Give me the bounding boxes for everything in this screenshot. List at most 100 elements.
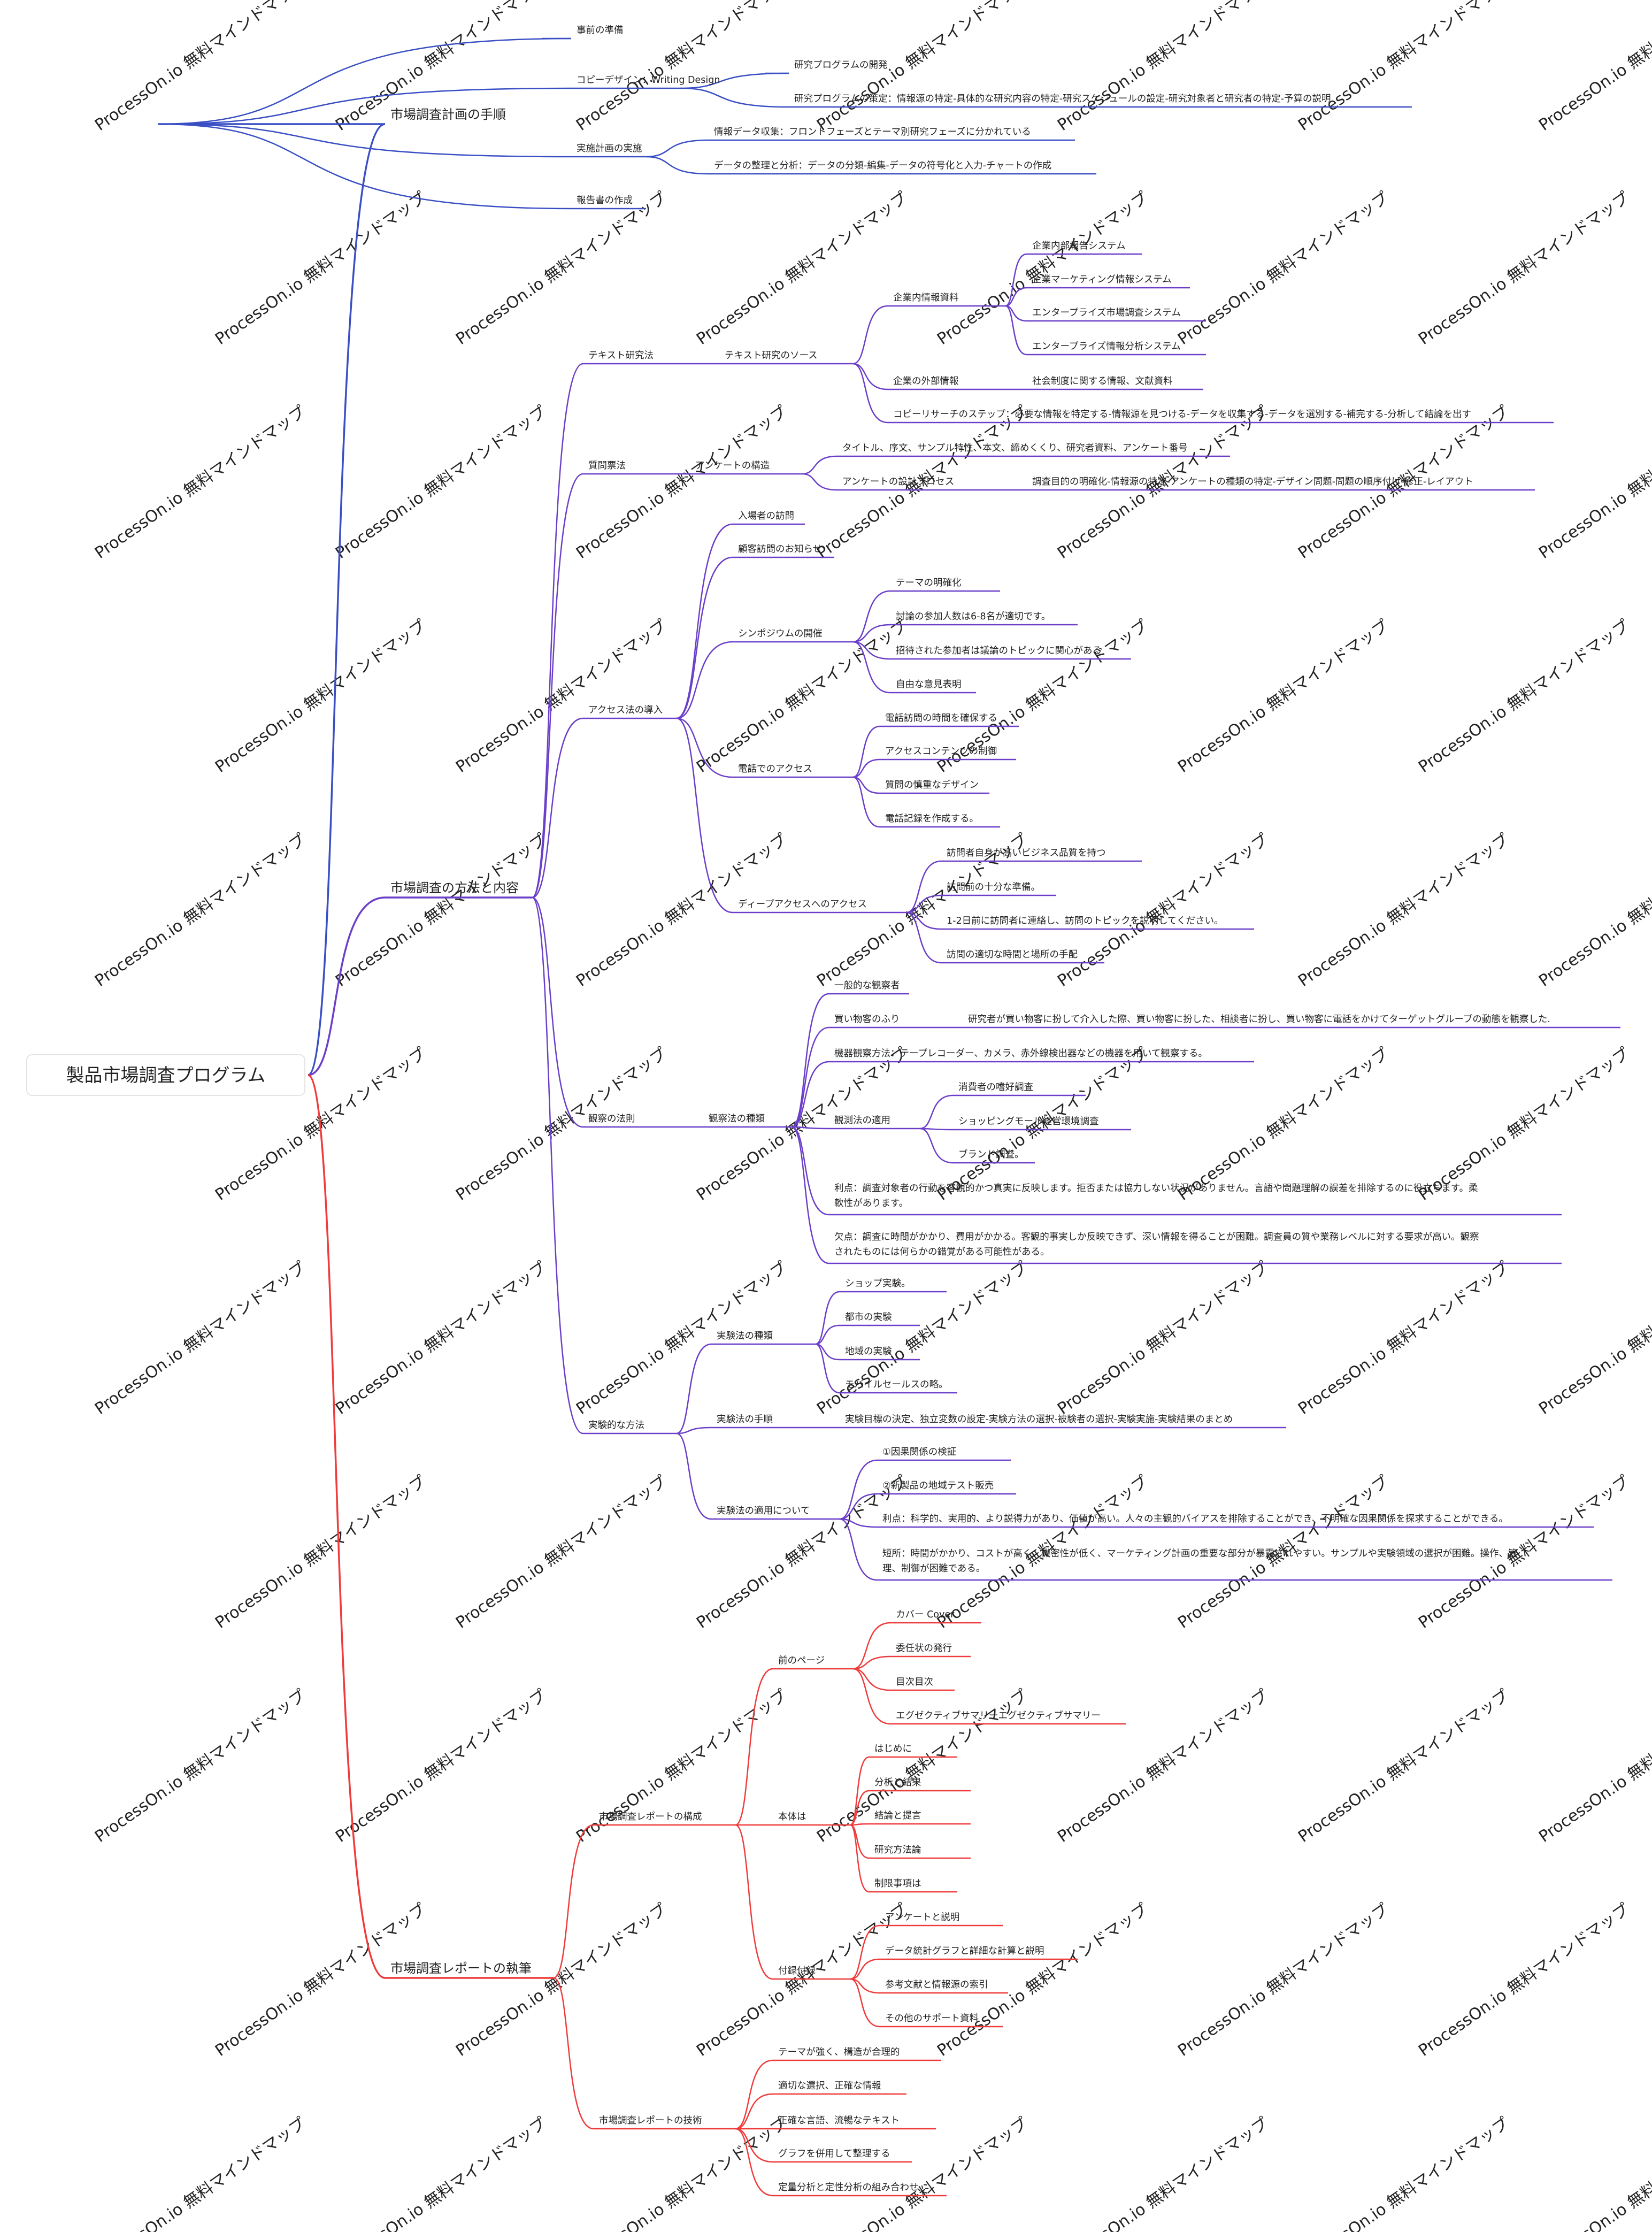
subtopic-label[interactable]: 事前の準備 bbox=[577, 25, 624, 36]
subtopic-label[interactable]: 機器観察方法：テープレコーダー、カメラ、赤外線検出器などの機器を用いて観察する。 bbox=[834, 1048, 1208, 1059]
subtopic-label[interactable]: ②新製品の地域テスト販売 bbox=[882, 1481, 994, 1491]
connector-line bbox=[850, 1790, 870, 1826]
subtopic-label[interactable]: 企業の外部情報 bbox=[893, 376, 959, 387]
subtopic-label[interactable]: テーマの明確化 bbox=[896, 578, 962, 588]
subtopic-label[interactable]: 買い物客のふり bbox=[834, 1014, 900, 1025]
subtopic-label[interactable]: 結論と提言 bbox=[874, 1811, 921, 1821]
subtopic-label[interactable]: 質問の慎重なデザイン bbox=[885, 779, 979, 791]
subtopic-label[interactable]: 企業内情報資料 bbox=[893, 293, 959, 303]
subtopic-label[interactable]: エンタープライズ市場調査システム bbox=[1032, 308, 1181, 318]
subtopic-label[interactable]: 実施計画の実施 bbox=[577, 143, 642, 154]
subtopic-label[interactable]: 欠点：調査に時間がかかり、費用がかかる。客観的事実しか反映できず、深い情報を得る… bbox=[834, 1232, 1479, 1242]
subtopic-label[interactable]: アクセスコンテンツの制御 bbox=[885, 746, 997, 757]
branch-topic[interactable]: 市場調査計画の手順 bbox=[390, 107, 506, 122]
subtopic-label[interactable]: 本体は bbox=[778, 1812, 806, 1822]
subtopic-label[interactable]: 1-2日前に訪問者に連絡し、訪問のトピックを説明してください。 bbox=[947, 916, 1224, 926]
subtopic-label[interactable]: 電話訪問の時間を確保する bbox=[885, 713, 997, 724]
subtopic-label[interactable]: ディープアクセスへのアクセス bbox=[738, 899, 867, 910]
branch-topic[interactable]: 市場調査の方法と内容 bbox=[390, 880, 519, 895]
root-node-box[interactable] bbox=[26, 1054, 305, 1096]
subtopic-label[interactable]: 研究プログラムの策定：情報源の特定-具体的な研究内容の特定-研究スケジュールの設… bbox=[794, 94, 1331, 104]
subtopic-label[interactable]: ショップ実験。 bbox=[845, 1278, 911, 1289]
subtopic-label[interactable]: ブランド調査。 bbox=[958, 1149, 1024, 1160]
subtopic-label[interactable]: コピーデザイン：Writing Design bbox=[577, 74, 720, 86]
subtopic-label[interactable]: 自由な意見表明 bbox=[896, 679, 962, 690]
subtopic-label[interactable]: 入場者の訪問 bbox=[738, 511, 794, 521]
subtopic-label[interactable]: はじめに bbox=[874, 1744, 912, 1754]
subtopic-label[interactable]: ショッピングモール経営環境調査 bbox=[958, 1116, 1099, 1127]
subtopic-label[interactable]: 招待された参加者は議論のトピックに関心がある bbox=[896, 646, 1102, 656]
subtopic-label[interactable]: 都市の実験 bbox=[845, 1312, 892, 1323]
subtopic-label[interactable]: 訪問の適切な時間と場所の手配 bbox=[947, 949, 1078, 960]
subtopic-label[interactable]: エグゼクティブサマリーエグゼクティブサマリー bbox=[896, 1710, 1101, 1721]
subtopic-label[interactable]: テキスト研究のソース bbox=[725, 350, 818, 361]
subtopic-label[interactable]: 正確な言語、流暢なテキスト bbox=[778, 2115, 900, 2126]
subtopic-label[interactable]: モバイルセールスの略。 bbox=[845, 1379, 948, 1390]
subtopic-label[interactable]: グラフを併用して整理する bbox=[778, 2149, 890, 2159]
subtopic-label[interactable]: 実験法の種類 bbox=[717, 1331, 773, 1341]
subtopic-label[interactable]: データ統計グラフと詳細な計算と説明 bbox=[885, 1945, 1044, 1957]
subtopic-label[interactable]: 市場調査レポートの構成 bbox=[599, 1812, 702, 1822]
subtopic-label[interactable]: その他のサポート資料 bbox=[885, 2013, 979, 2024]
subtopic-label[interactable]: 前のページ bbox=[778, 1655, 825, 1666]
subtopic-label[interactable]: 実験目標の決定、独立変数の設定-実験方法の選択-被験者の選択-実験実施-実験結果… bbox=[845, 1414, 1233, 1425]
subtopic-label[interactable]: エンタープライズ情報分析システム bbox=[1032, 341, 1181, 352]
subtopic-label[interactable]: 目次目次 bbox=[896, 1677, 933, 1688]
subtopic-label[interactable]: タイトル、序文、サンプル特性、本文、締めくくり、研究者資料、アンケート番号 bbox=[842, 443, 1188, 454]
subtopic-label[interactable]: 観測法の適用 bbox=[834, 1115, 890, 1126]
subtopic-label[interactable]: 適切な選択、正確な情報 bbox=[778, 2081, 881, 2091]
connector-line bbox=[919, 1094, 954, 1130]
subtopic-label[interactable]: 実験法の手順 bbox=[717, 1414, 773, 1425]
subtopic-label[interactable]: 報告書の作成 bbox=[577, 195, 633, 206]
subtopic-label[interactable]: 研究方法論 bbox=[874, 1845, 921, 1855]
subtopic-label[interactable]: 研究者が買い物客に扮して介入した際、買い物客に扮した、相談者に扮し、買い物客に電… bbox=[968, 1014, 1550, 1025]
subtopic-label[interactable]: 企業内部報告システム bbox=[1032, 241, 1125, 251]
subtopic-label[interactable]: 分析と結果 bbox=[874, 1777, 921, 1788]
subtopic-label[interactable]: アクセス法の導入 bbox=[588, 705, 663, 716]
subtopic-label[interactable]: 地域の実験 bbox=[845, 1346, 892, 1357]
subtopic-label[interactable]: 短所：時間がかかり、コストが高く、機密性が低く、マーケティング計画の重要な部分が… bbox=[882, 1548, 1517, 1559]
subtopic-label[interactable]: データの整理と分析：データの分類-編集-データの符号化と入力-チャートの作成 bbox=[714, 160, 1051, 171]
subtopic-label[interactable]: 質問票法 bbox=[588, 461, 626, 471]
subtopic-label[interactable]: 利点：調査対象者の行動を客観的かつ真実に反映します。拒否または協力しない状況があ… bbox=[834, 1183, 1478, 1194]
connector-line bbox=[839, 1518, 878, 1528]
subtopic-label[interactable]: 実験的な方法 bbox=[588, 1420, 644, 1431]
subtopic-label[interactable]: 実験法の適用について bbox=[717, 1506, 810, 1516]
subtopic-label[interactable]: ①因果関係の検証 bbox=[882, 1447, 956, 1458]
subtopic-label[interactable]: アンケートの構造 bbox=[695, 461, 770, 471]
subtopic-label[interactable]: カバー Cover bbox=[896, 1609, 955, 1620]
connector-line bbox=[906, 860, 942, 914]
subtopic-label[interactable]: 情報データ収集：フロントフェーズとテーマ別研究フェーズに分かれている bbox=[714, 126, 1031, 137]
subtopic-label[interactable]: アンケートと説明 bbox=[885, 1912, 959, 1923]
subtopic-label[interactable]: アンケートの設計プロセス bbox=[842, 477, 954, 487]
subtopic-label[interactable]: 一般的な観察者 bbox=[834, 980, 900, 991]
subtopic-label[interactable]: 付録付録 bbox=[778, 1966, 816, 1976]
subtopic-label[interactable]: 市場調査レポートの技術 bbox=[599, 2115, 702, 2126]
subtopic-label[interactable]: シンポジウムの開催 bbox=[738, 628, 823, 639]
subtopic-label[interactable]: 委任状の発行 bbox=[896, 1643, 952, 1654]
connector-line bbox=[791, 1026, 829, 1128]
subtopic-label[interactable]: 観察の法則 bbox=[588, 1114, 635, 1124]
watermark-text: ProcessOn.io 無料マインドマップ bbox=[1054, 1258, 1272, 1418]
subtopic-label[interactable]: 利点：科学的、実用的、より説得力があり、価値が高い。人々の主観的バイアスを排除す… bbox=[882, 1514, 1508, 1524]
subtopic-label[interactable]: 研究プログラムの開発 bbox=[794, 60, 887, 71]
subtopic-label[interactable]: 討論の参加人数は6-8名が適切です。 bbox=[896, 611, 1050, 622]
connector-line bbox=[676, 1426, 712, 1435]
subtopic-label[interactable]: 観察法の種類 bbox=[709, 1114, 765, 1124]
subtopic-label[interactable]: 社会制度に関する情報、文献資料 bbox=[1032, 376, 1173, 387]
subtopic-label[interactable]: テーマが強く、構造が合理的 bbox=[778, 2047, 900, 2058]
subtopic-label[interactable]: コピーリサーチのステップ：必要な情報を特定する-情報源を見つける-データを収集す… bbox=[893, 409, 1471, 420]
subtopic-label[interactable]: テキスト研究法 bbox=[588, 350, 654, 361]
subtopic-label[interactable]: 訪問前の十分な準備。 bbox=[947, 882, 1040, 893]
subtopic-label[interactable]: 顧客訪問のお知らせ bbox=[738, 544, 822, 555]
subtopic-label[interactable]: 訪問者自身が高いビジネス品質を持つ bbox=[947, 848, 1106, 858]
subtopic-label[interactable]: 調査目的の明確化-情報源の特定-アンケートの種類の特定-デザイン問題-問題の順序… bbox=[1032, 476, 1473, 487]
subtopic-label[interactable]: 電話記録を作成する。 bbox=[885, 814, 979, 824]
branch-topic[interactable]: 市場調査レポートの執筆 bbox=[390, 1961, 532, 1976]
subtopic-label[interactable]: 電話でのアクセス bbox=[738, 764, 812, 774]
subtopic-label[interactable]: 企業マーケティング情報システム bbox=[1032, 274, 1172, 285]
subtopic-label[interactable]: 定量分析と定性分析の組み合わせ bbox=[778, 2182, 919, 2193]
subtopic-label[interactable]: 消費者の嗜好調査 bbox=[958, 1082, 1033, 1093]
subtopic-label[interactable]: 制限事項は bbox=[874, 1878, 921, 1889]
subtopic-label[interactable]: 参考文献と情報源の索引 bbox=[885, 1980, 988, 1990]
